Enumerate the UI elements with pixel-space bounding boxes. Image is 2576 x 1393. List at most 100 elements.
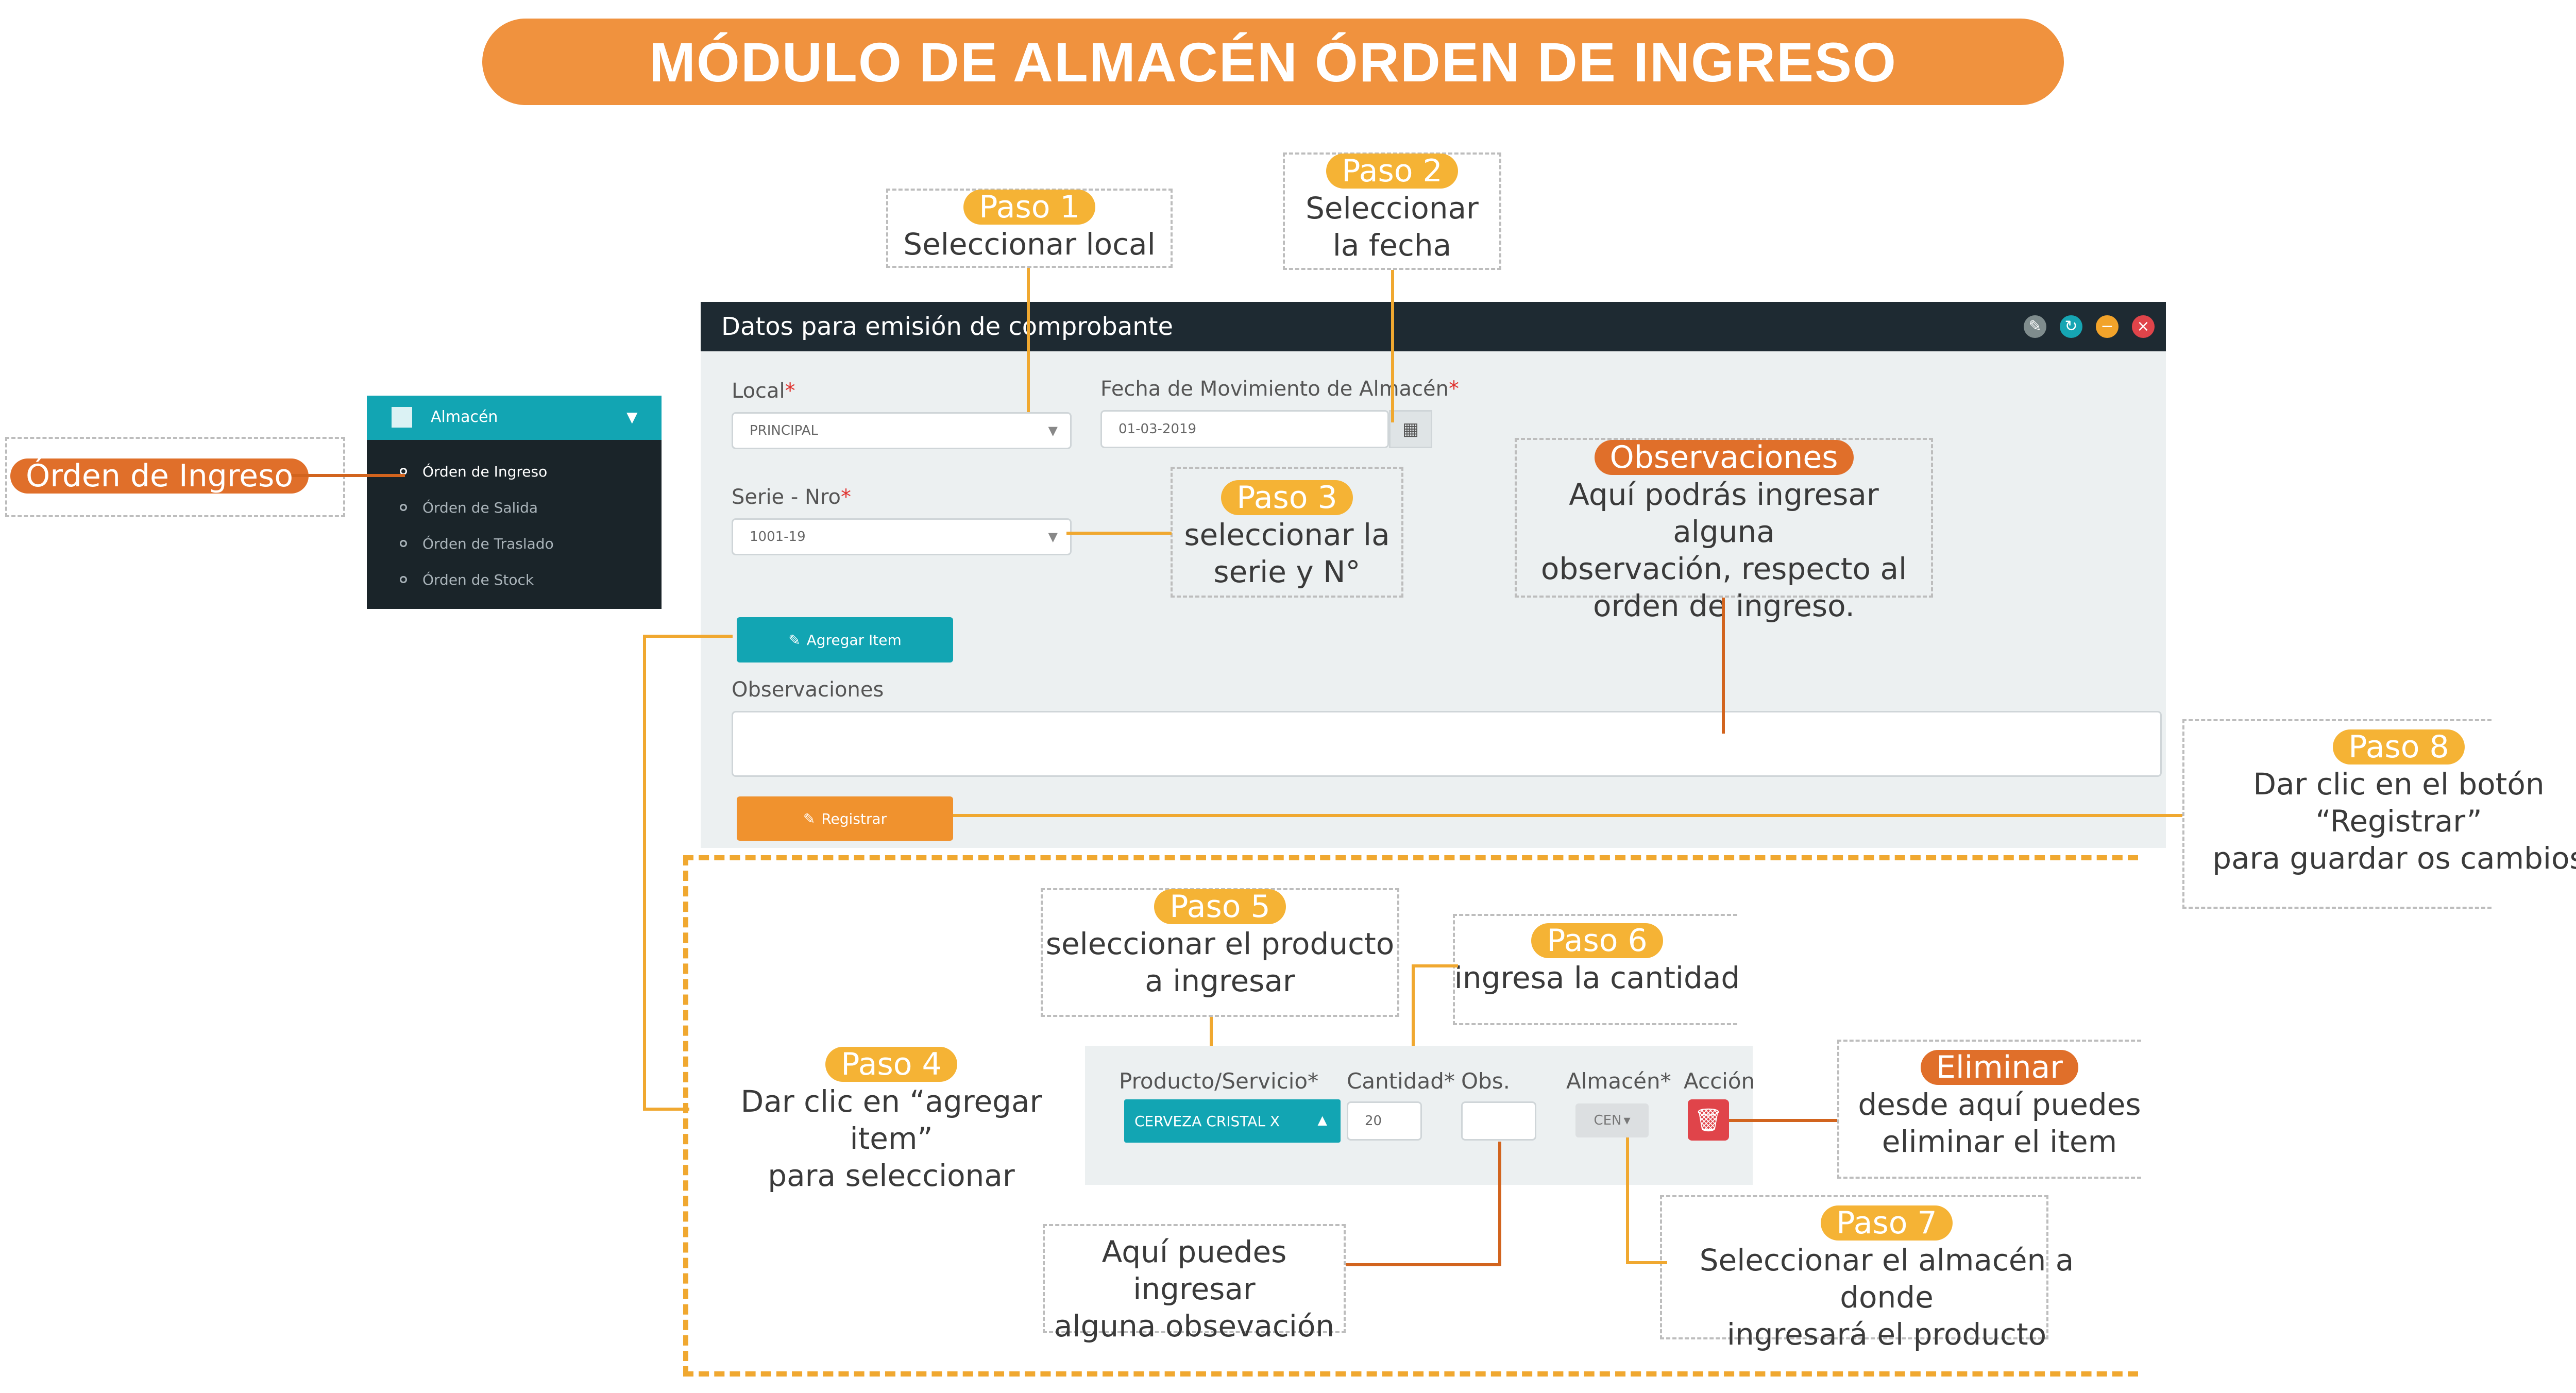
paso4-note: Paso 4 Dar clic en “agregar item” para s… <box>740 1046 1042 1193</box>
paso6-callout <box>1453 914 1737 1025</box>
wrench-icon[interactable]: ✎ <box>2024 315 2046 338</box>
connector-line <box>1729 1119 1837 1122</box>
sidebar-header-label: Almacén <box>431 408 498 426</box>
paso2-note: Paso 2 Seleccionar la fecha <box>1306 153 1479 263</box>
serie-select[interactable]: 1001-19 ▼ <box>732 518 1072 555</box>
paso4-tag: Paso 4 <box>825 1047 957 1082</box>
connector-line <box>1626 1261 1667 1264</box>
col-header-accion: Acción <box>1684 1068 1755 1094</box>
connector-line <box>1626 1137 1629 1264</box>
window-header: Datos para emisión de comprobante ✎ ↻ − … <box>701 302 2166 351</box>
sidebar-header[interactable]: Almacén ▼ <box>367 396 662 440</box>
col-header-almacen: Almacén* <box>1566 1068 1671 1094</box>
paso1-tag: Paso 1 <box>963 190 1095 225</box>
quantity-value: 20 <box>1365 1113 1382 1129</box>
connector-line <box>1412 964 1458 967</box>
edit-icon: ✎ <box>788 631 801 649</box>
refresh-icon[interactable]: ↻ <box>2060 315 2082 338</box>
minimize-icon[interactable]: − <box>2096 315 2119 338</box>
chevron-down-icon: ▼ <box>1048 423 1058 438</box>
local-value: PRINCIPAL <box>750 423 818 438</box>
sidebar-item-orden-salida[interactable]: Órden de Salida <box>400 489 647 525</box>
paso7-note: Paso 7 Seleccionar el almacén a donde in… <box>1699 1205 2074 1352</box>
paso5-note: Paso 5 seleccionar el producto a ingresa… <box>1045 889 1395 998</box>
connector-line <box>1722 598 1725 734</box>
connector-line <box>1346 1263 1501 1266</box>
connector-line <box>1391 270 1394 422</box>
local-select[interactable]: PRINCIPAL ▼ <box>732 412 1072 449</box>
orden-ingreso-callout <box>5 437 345 517</box>
registrar-button[interactable]: ✎ Registrar <box>737 796 953 841</box>
col-header-cantidad: Cantidad* <box>1347 1068 1455 1094</box>
agregar-item-button[interactable]: ✎ Agregar Item <box>737 617 953 662</box>
chevron-down-icon: ▾ <box>1623 1113 1631 1128</box>
close-icon[interactable]: × <box>2132 315 2155 338</box>
eliminar-note: Eliminar desde aquí puedes eliminar el i… <box>1858 1049 2141 1159</box>
window-title: Datos para emisión de comprobante <box>721 312 1174 341</box>
orden-ingreso-tag: Órden de Ingreso <box>10 458 309 494</box>
connector-line <box>643 635 733 638</box>
bullet-icon <box>400 504 407 511</box>
box-icon <box>392 407 412 428</box>
delete-button[interactable]: 🗑 <box>1688 1099 1729 1141</box>
paso8-note: Paso 8 Dar clic en el botón “Registrar” … <box>2212 729 2576 876</box>
observaciones-note: Observaciones Aquí podrás ingresar algun… <box>1540 439 1907 623</box>
sidebar-item-orden-traslado[interactable]: Órden de Traslado <box>400 525 647 562</box>
connector-line <box>1027 268 1030 412</box>
detail-section-frame <box>683 855 2138 1377</box>
chevron-down-icon: ▼ <box>626 409 638 426</box>
registrar-label: Registrar <box>821 810 887 827</box>
trash-icon: 🗑 <box>1694 1107 1723 1133</box>
sidebar-item-orden-ingreso[interactable]: Órden de Ingreso <box>400 453 647 489</box>
fecha-value: 01-03-2019 <box>1118 421 1197 437</box>
app-window: Datos para emisión de comprobante ✎ ↻ − … <box>701 302 2166 848</box>
paso6-note: Paso 6 ingresa la cantidad <box>1454 923 1740 995</box>
paso8-tag: Paso 8 <box>2333 729 2465 765</box>
eliminar-tag: Eliminar <box>1921 1050 2078 1085</box>
paso7-tag: Paso 7 <box>1821 1205 1953 1241</box>
connector-line <box>292 474 405 477</box>
col-header-obs: Obs. <box>1461 1068 1510 1094</box>
observaciones-callout <box>1515 438 1933 598</box>
edit-icon: ✎ <box>803 810 816 827</box>
obs-note: Aquí puedes ingresar alguna obsevación <box>1054 1234 1335 1344</box>
title-banner: MÓDULO DE ALMACÉN ÓRDEN DE INGRESO <box>482 19 2064 105</box>
fecha-label: Fecha de Movimiento de Almacén* <box>1100 377 1460 401</box>
eliminar-callout <box>1837 1040 2141 1179</box>
product-value: CERVEZA CRISTAL X <box>1134 1112 1280 1130</box>
observaciones-tag: Observaciones <box>1594 440 1854 475</box>
calendar-icon[interactable]: ▦ <box>1389 410 1432 448</box>
paso3-callout <box>1171 467 1403 598</box>
bullet-icon <box>400 540 407 547</box>
observaciones-textarea[interactable] <box>732 711 2162 777</box>
paso6-tag: Paso 6 <box>1531 923 1663 958</box>
sidebar: Almacén ▼ Órden de Ingreso Órden de Sali… <box>367 396 662 609</box>
agregar-item-label: Agregar Item <box>806 631 902 649</box>
serie-label: Serie - Nro* <box>732 485 851 509</box>
chevron-up-icon: ▲ <box>1317 1113 1327 1127</box>
connector-line <box>1498 1142 1501 1265</box>
quantity-input[interactable]: 20 <box>1347 1101 1422 1141</box>
bullet-icon <box>400 576 407 583</box>
item-detail-panel: Producto/Servicio* Cantidad* Obs. Almacé… <box>1085 1046 1755 1185</box>
obs-input[interactable] <box>1461 1101 1536 1141</box>
chevron-down-icon: ▼ <box>1048 530 1058 544</box>
sidebar-item-orden-stock[interactable]: Órden de Stock <box>400 562 647 598</box>
paso3-tag: Paso 3 <box>1221 480 1353 515</box>
fecha-input[interactable]: 01-03-2019 <box>1100 410 1389 448</box>
paso2-tag: Paso 2 <box>1326 154 1458 189</box>
almacen-value: CEN <box>1594 1113 1622 1128</box>
connector-line <box>1066 532 1172 535</box>
paso3-note: Paso 3 seleccionar la serie y N° <box>1184 480 1390 589</box>
connector-line <box>953 814 2182 817</box>
observaciones-label: Observaciones <box>732 678 884 702</box>
paso8-callout <box>2182 719 2492 909</box>
product-select[interactable]: CERVEZA CRISTAL X ▲ <box>1124 1099 1341 1143</box>
obs-callout <box>1043 1224 1346 1333</box>
col-header-producto: Producto/Servicio* <box>1119 1068 1319 1094</box>
connector-line <box>1412 964 1415 1114</box>
paso7-callout <box>1660 1195 2048 1339</box>
connector-line <box>643 635 646 1111</box>
almacen-select[interactable]: CEN▾ <box>1575 1103 1649 1137</box>
serie-value: 1001-19 <box>750 529 806 545</box>
